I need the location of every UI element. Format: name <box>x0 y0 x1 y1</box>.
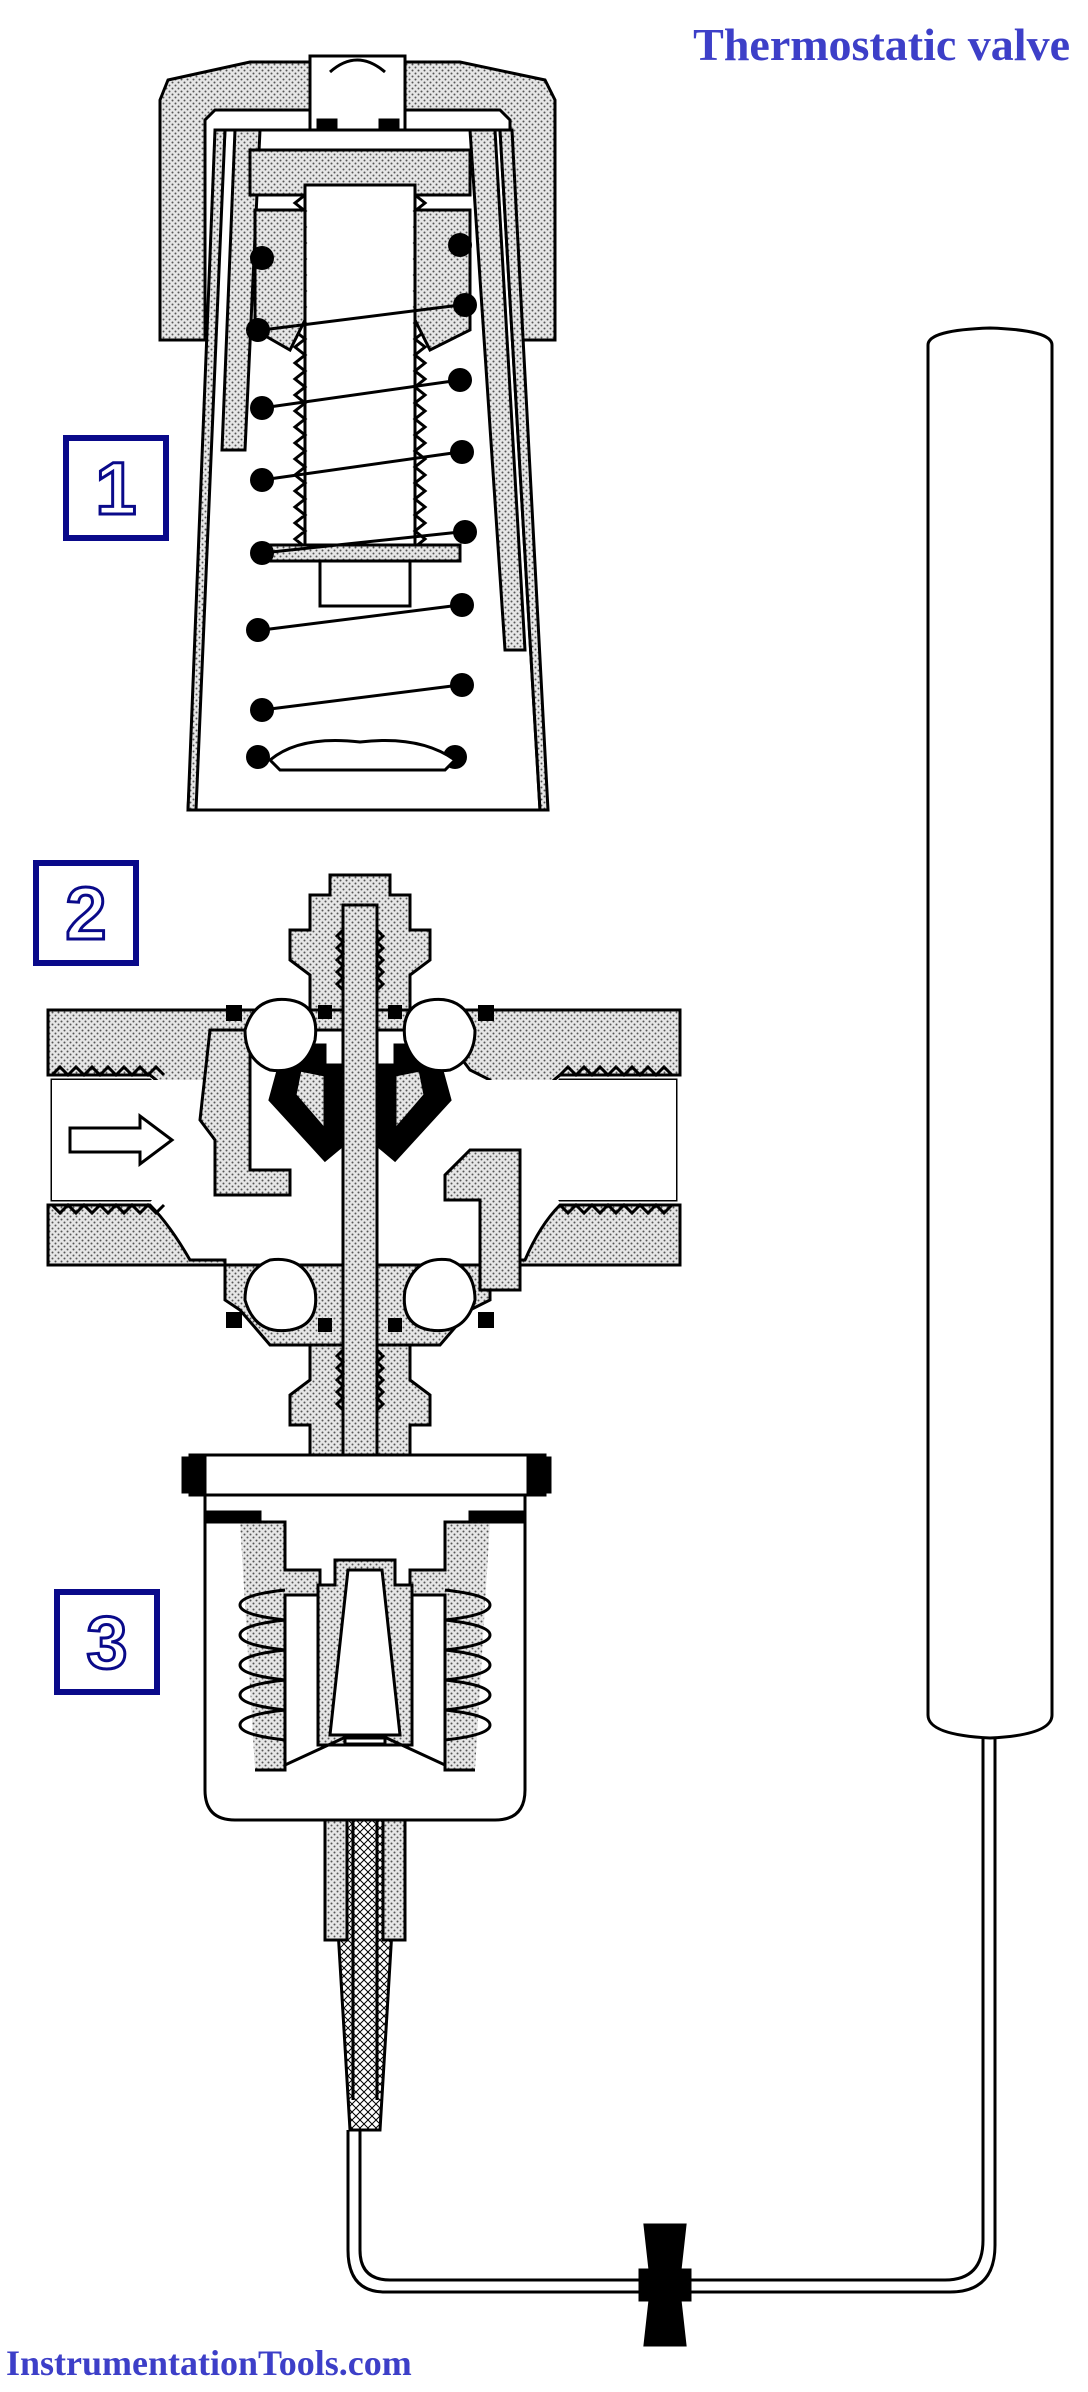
capillary-tube <box>358 1738 985 2282</box>
sensor-bulb-assembly <box>346 326 1054 2347</box>
spring-coils <box>246 233 477 769</box>
bellows-folds-right <box>444 1588 492 1742</box>
thread-inlet-bottom <box>50 1202 166 1216</box>
diagram-title: Thermostatic valve <box>693 19 1070 70</box>
threaded-spindle <box>303 183 417 552</box>
part-label-2: 2 <box>33 860 139 966</box>
actuator-flange <box>188 1453 547 1497</box>
bellows-left <box>240 1520 322 1772</box>
thread-inlet-top <box>50 1064 166 1078</box>
bottom-spring-disc <box>267 738 458 772</box>
bellows-right <box>408 1520 490 1772</box>
thread-outlet-bottom <box>558 1202 674 1216</box>
spring-plate <box>268 543 462 563</box>
bellows-folds-left <box>238 1588 286 1742</box>
sensor-bulb <box>926 326 1054 1740</box>
flow-arrow-icon <box>68 1113 175 1167</box>
part-label-1: 1 <box>63 435 169 541</box>
part-3-actuator <box>181 1453 552 2132</box>
part-label-1-text: 1 <box>95 447 136 530</box>
part-label-2-text: 2 <box>65 872 106 955</box>
spindle-foot <box>318 559 412 608</box>
thread-outlet-top <box>558 1064 674 1078</box>
part-label-3-text: 3 <box>86 1601 127 1684</box>
footer-credit: InstrumentationTools.com <box>6 2343 412 2383</box>
capillary-clip <box>638 2223 692 2347</box>
part-label-3: 3 <box>54 1589 160 1695</box>
valve-stem <box>341 903 379 1467</box>
part-2-valve-body <box>46 873 682 1482</box>
part-1-spring-head <box>158 54 557 812</box>
